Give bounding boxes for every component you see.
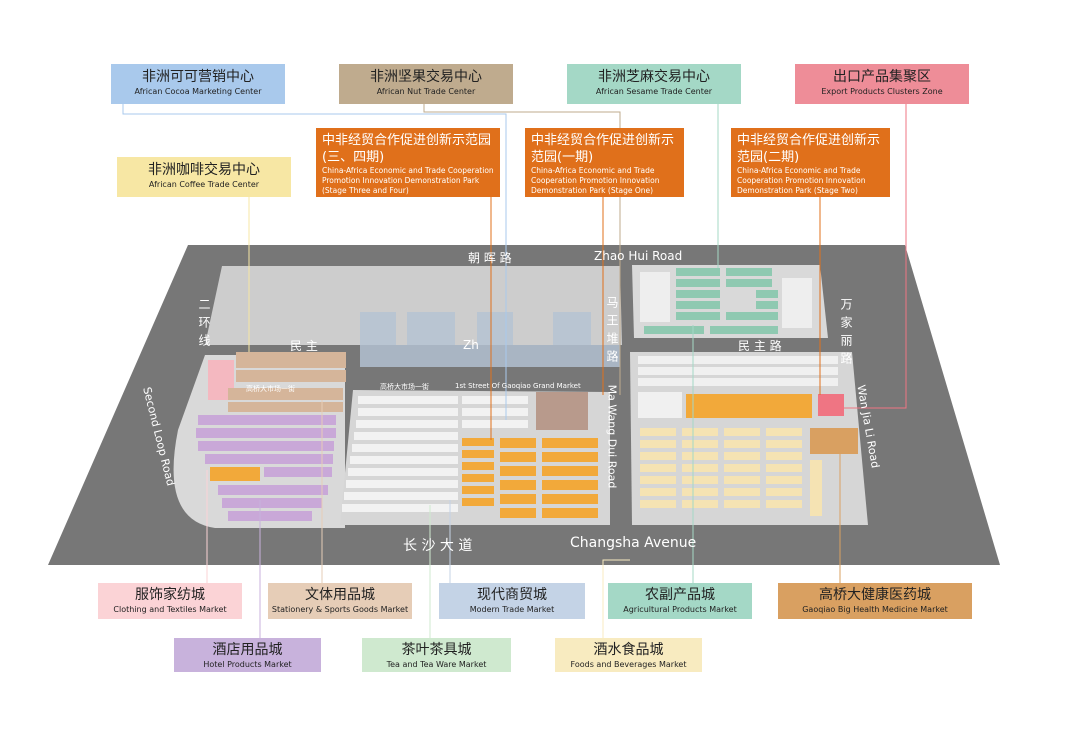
label-cocoa: 非洲可可营销中心 African Cocoa Marketing Center — [111, 64, 285, 104]
label-tea-cn: 茶叶茶具城 — [401, 642, 472, 658]
towers — [360, 312, 620, 367]
label-clothing: 服饰家纺城 Clothing and Textiles Market — [98, 583, 242, 619]
label-stationery-cn: 文体用品城 — [305, 587, 375, 603]
label-cocoa-en: African Cocoa Marketing Center — [134, 87, 262, 96]
label-health: 高桥大健康医药城 Gaoqiao Big Health Medicine Mar… — [778, 583, 972, 619]
block-north — [205, 266, 622, 345]
road-zhaohui-en: Zhao Hui Road — [594, 249, 683, 263]
buildings-northeast — [640, 268, 812, 334]
label-export-en: Export Products Clusters Zone — [821, 87, 943, 96]
label-coffee: 非洲咖啡交易中心 African Coffee Trade Center — [117, 157, 291, 197]
label-nut-en: African Nut Trade Center — [376, 87, 476, 96]
label-foods-en: Foods and Beverages Market — [570, 660, 687, 669]
label-nut: 非洲坚果交易中心 African Nut Trade Center — [339, 64, 513, 104]
road-mawangdui-en: Ma Wang Dui Road — [605, 384, 619, 489]
leader-lines — [122, 103, 907, 640]
road-mawangdui-cn: 马王堆路 — [605, 296, 619, 368]
label-clothing-cn: 服饰家纺城 — [135, 587, 205, 603]
road-changsha-en: Changsha Avenue — [570, 535, 697, 551]
label-hotel: 酒店用品城 Hotel Products Market — [174, 638, 321, 672]
label-park-stage2-en: China-Africa Economic and Trade Cooperat… — [737, 166, 866, 195]
label-modern-en: Modern Trade Market — [469, 605, 555, 614]
road-second-loop-cn: 二环线 — [197, 298, 211, 352]
road-wanjiali-cn: 万家丽路 — [839, 298, 853, 370]
label-tea-en: Tea and Tea Ware Market — [386, 660, 487, 669]
label-park-stage1-en: China-Africa Economic and Trade Cooperat… — [531, 166, 660, 195]
label-health-en: Gaoqiao Big Health Medicine Market — [802, 605, 948, 614]
label-sesame-cn: 非洲芝麻交易中心 — [598, 69, 710, 85]
label-export: 出口产品集聚区 Export Products Clusters Zone — [795, 64, 969, 104]
label-export-cn: 出口产品集聚区 — [833, 69, 931, 85]
label-cocoa-cn: 非洲可可营销中心 — [142, 69, 254, 85]
label-tea: 茶叶茶具城 Tea and Tea Ware Market — [362, 638, 511, 672]
buildings-west — [196, 352, 346, 521]
label-agri-en: Agricultural Products Market — [623, 605, 737, 614]
road-street1-cn: 高桥大市场一街 — [380, 383, 429, 391]
road-street-left: 高桥大市场一街 — [246, 385, 295, 393]
label-hotel-en: Hotel Products Market — [203, 660, 292, 669]
label-coffee-en: African Coffee Trade Center — [148, 180, 260, 189]
buildings-center — [342, 392, 598, 518]
label-park-stage1: 中非经贸合作促进创新示范园(一期) China-Africa Economic … — [525, 128, 684, 197]
label-health-cn: 高桥大健康医药城 — [819, 587, 931, 603]
road-minzhu-east: 民 主 路 — [738, 339, 782, 353]
label-stationery: 文体用品城 Stationery & Sports Goods Market — [268, 583, 412, 619]
label-modern: 现代商贸城 Modern Trade Market — [439, 583, 585, 619]
road-zhaohui-cn: 朝 晖 路 — [468, 251, 512, 265]
road-street1-en: 1st Street Of Gaoqiao Grand Market — [455, 382, 581, 390]
label-clothing-en: Clothing and Textiles Market — [113, 605, 227, 614]
label-park-stage34: 中非经贸合作促进创新示范园(三、四期) China-Africa Economi… — [316, 128, 500, 197]
label-sesame-en: African Sesame Trade Center — [595, 87, 713, 96]
label-hotel-cn: 酒店用品城 — [212, 642, 283, 658]
road-changsha-cn: 长 沙 大 道 — [403, 538, 473, 554]
label-park-stage2: 中非经贸合作促进创新示范园(二期) China-Africa Economic … — [731, 128, 890, 197]
buildings-east — [638, 356, 858, 516]
label-modern-cn: 现代商贸城 — [477, 587, 547, 603]
road-minzhu-west: 民 主 — [290, 339, 318, 353]
label-park-stage34-cn: 中非经贸合作促进创新示范园(三、四期) — [322, 133, 492, 165]
label-foods-cn: 酒水食品城 — [593, 642, 664, 658]
label-foods: 酒水食品城 Foods and Beverages Market — [555, 638, 702, 672]
label-agri-cn: 农副产品城 — [645, 587, 715, 603]
label-park-stage34-en: China-Africa Economic and Trade Cooperat… — [322, 166, 494, 195]
label-nut-cn: 非洲坚果交易中心 — [370, 69, 482, 85]
label-stationery-en: Stationery & Sports Goods Market — [271, 605, 409, 614]
road-zh: Zh — [463, 338, 479, 352]
label-sesame: 非洲芝麻交易中心 African Sesame Trade Center — [567, 64, 741, 104]
label-park-stage2-cn: 中非经贸合作促进创新示范园(二期) — [737, 133, 881, 165]
label-agri: 农副产品城 Agricultural Products Market — [608, 583, 752, 619]
label-park-stage1-cn: 中非经贸合作促进创新示范园(一期) — [531, 133, 675, 165]
label-coffee-cn: 非洲咖啡交易中心 — [148, 162, 260, 178]
